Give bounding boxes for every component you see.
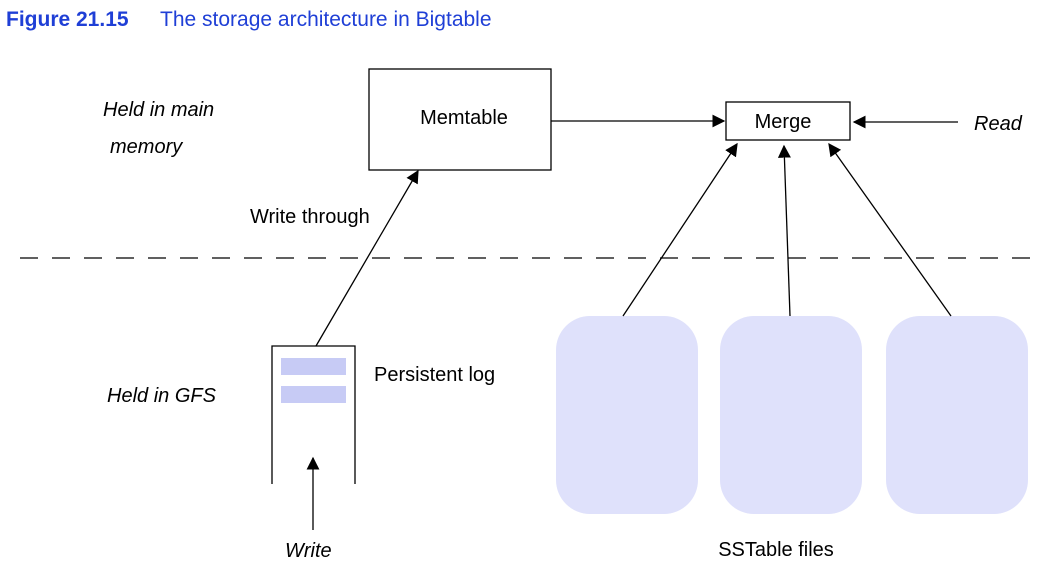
sstable-to-merge-arrow — [828, 142, 952, 317]
region-label-main-memory-line2: memory — [110, 136, 183, 158]
memtable-label: Memtable — [420, 107, 508, 129]
write-through-arrow — [315, 169, 419, 347]
region-label-gfs: Held in GFS — [107, 385, 217, 407]
merge-box — [725, 101, 851, 141]
persistent-log-container — [271, 345, 356, 484]
figure-number: Figure 21.15 — [6, 8, 129, 31]
sstable-to-merge-arrow — [777, 144, 791, 317]
merge-label: Merge — [755, 111, 812, 133]
log-entry — [281, 358, 346, 375]
read-label: Read — [974, 113, 1023, 135]
sstable-file — [886, 316, 1028, 514]
region-label-main-memory-line1: Held in main — [103, 99, 214, 121]
persistent-log-label: Persistent log — [374, 364, 495, 386]
sstable-files-label: SSTable files — [718, 539, 834, 561]
log-entry — [281, 386, 346, 403]
figure-title: The storage architecture in Bigtable — [160, 8, 492, 31]
sstable-file — [720, 316, 862, 514]
sstable-file — [556, 316, 698, 514]
sstable-to-merge-arrow — [622, 142, 738, 317]
write-through-label: Write through — [250, 206, 370, 228]
memtable-box — [368, 68, 552, 171]
write-label: Write — [285, 540, 332, 562]
